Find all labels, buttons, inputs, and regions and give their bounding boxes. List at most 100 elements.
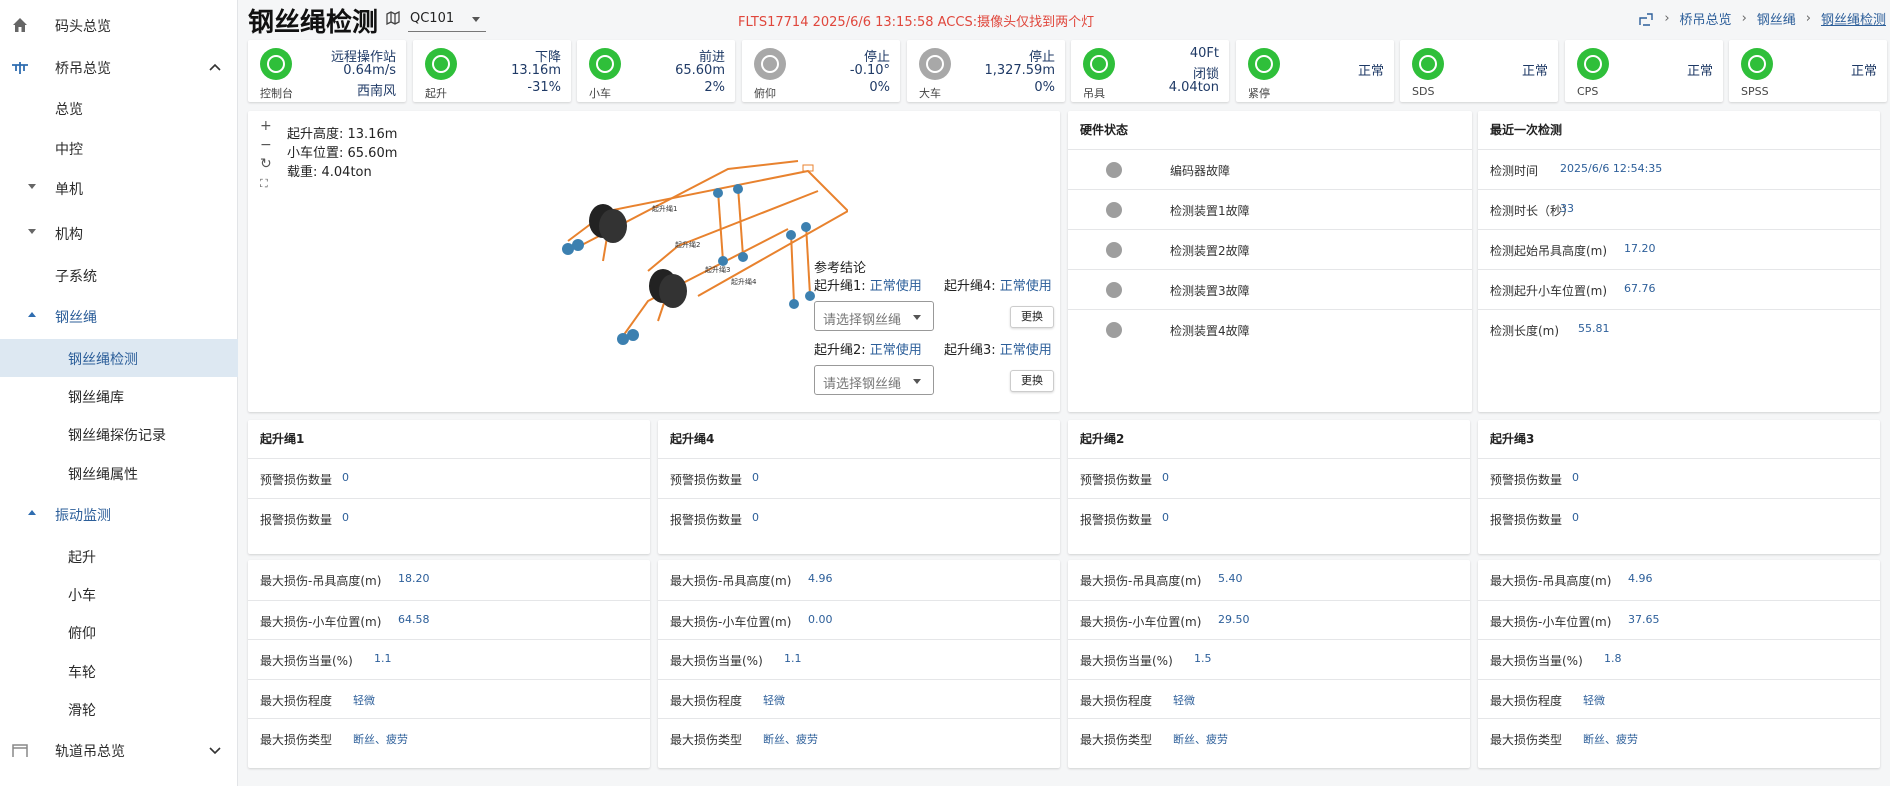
gantry-icon — [12, 744, 28, 757]
sidebar-item-hoist[interactable]: 起升 — [0, 537, 238, 575]
status-card-name: 紧停 — [1248, 87, 1270, 100]
hardware-status-panel: 硬件状态 编码器故障检测装置1故障检测装置2故障检测装置3故障检测装置4故障 — [1068, 111, 1472, 412]
rope-damage-row: 最大损伤-吊具高度(m)4.96 — [1478, 560, 1880, 599]
sidebar-item-flaw-records[interactable]: 钢丝绳探伤记录 — [0, 415, 238, 453]
status-card-value: 正常 — [1357, 64, 1384, 79]
sidebar-item-vibration[interactable]: 振动监测 — [0, 495, 238, 533]
status-indicator-icon — [1083, 48, 1115, 80]
last-check-value: 67.76 — [1624, 282, 1656, 295]
status-glyph-icon — [1419, 55, 1437, 73]
rope-damage-label: 最大损伤当量(%) — [1080, 654, 1173, 668]
status-card-value: 40Ft — [1189, 46, 1219, 61]
rope-damage-label: 最大损伤当量(%) — [670, 654, 763, 668]
sidebar-item-qc-overview[interactable]: 桥吊总览 — [0, 48, 238, 86]
zoom-in-icon[interactable]: + — [260, 118, 272, 134]
sidebar-item-subsystem[interactable]: 子系统 — [0, 256, 238, 294]
rope-select-placeholder: 请选择钢丝绳 — [823, 377, 902, 392]
rope-select-1[interactable]: 请选择钢丝绳 — [814, 301, 934, 331]
sidebar-item-boom[interactable]: 俯仰 — [0, 613, 238, 651]
crane-select-value: QC101 — [410, 11, 455, 26]
rope-damage-value: 轻微 — [1583, 693, 1605, 707]
dropdown-arrow-icon — [913, 315, 921, 320]
rope-count-value: 0 — [342, 511, 349, 524]
status-glyph-icon — [1584, 55, 1602, 73]
rope-damage-value: 1.5 — [1194, 652, 1212, 665]
status-card-name: CPS — [1577, 85, 1599, 98]
replace-button-1[interactable]: 更换 — [1010, 306, 1054, 328]
sidebar-item-wire-rope-library[interactable]: 钢丝绳库 — [0, 377, 238, 415]
last-check-value: 33 — [1560, 202, 1574, 215]
sidebar-item-single[interactable]: 单机 — [0, 169, 238, 207]
status-card-value: 闭锁 — [1192, 67, 1219, 82]
rope-damage-label: 最大损伤程度 — [670, 693, 743, 708]
last-check-value: 2025/6/6 12:54:35 — [1560, 162, 1663, 175]
rope-damage-label: 最大损伤当量(%) — [1490, 654, 1583, 668]
sidebar-item-label: 滑轮 — [68, 703, 96, 719]
breadcrumb-item[interactable]: 钢丝绳 — [1756, 13, 1796, 28]
replace-button-2[interactable]: 更换 — [1010, 370, 1054, 392]
conclusion-title: 参考结论 — [814, 261, 867, 276]
rope-damage-label: 最大损伤-吊具高度(m) — [670, 574, 792, 588]
status-card-name: 起升 — [425, 87, 447, 100]
breadcrumb-item[interactable]: 桥吊总览 — [1679, 13, 1732, 28]
rope-select-2[interactable]: 请选择钢丝绳 — [814, 365, 934, 395]
crane-breadcrumb-icon[interactable] — [1638, 12, 1654, 26]
status-indicator-icon — [754, 48, 786, 80]
status-card-name: SPSS — [1741, 85, 1769, 98]
status-card-value: 4.04ton — [1168, 80, 1219, 95]
crane-select[interactable]: QC101 — [408, 8, 486, 32]
refresh-icon[interactable]: ↻ — [260, 156, 272, 172]
crane-info: 起升高度: 13.16m 小车位置: 65.60m 载重: 4.04ton — [287, 125, 397, 182]
rope-damage-label: 最大损伤程度 — [1490, 693, 1563, 708]
status-card[interactable]: 俯仰停止-0.10°0% — [742, 40, 900, 102]
sidebar-item-central[interactable]: 中控 — [0, 129, 238, 167]
rope-damage-label: 最大损伤-吊具高度(m) — [1490, 574, 1612, 588]
sidebar-item-rtg-overview[interactable]: 轨道吊总览 — [0, 731, 238, 769]
sidebar-item-wire-rope-detection[interactable]: 钢丝绳检测 — [0, 339, 238, 377]
rope1-label: 起升绳1: — [814, 279, 866, 294]
last-check-key: 检测时长（秒） — [1490, 204, 1575, 218]
sidebar-item-trolley[interactable]: 小车 — [0, 575, 238, 613]
status-card-value: 0.64m/s — [343, 63, 396, 78]
map-icon[interactable] — [386, 11, 400, 25]
rope-panel-title: 起升绳3 — [1490, 432, 1535, 446]
status-card-value: -31% — [527, 80, 561, 95]
sidebar-item-pulley[interactable]: 滑轮 — [0, 690, 238, 728]
sidebar-item-overview[interactable]: 总览 — [0, 89, 238, 127]
sidebar-item-wheel[interactable]: 车轮 — [0, 652, 238, 690]
rope-count-label: 预警损伤数量 — [1490, 473, 1563, 487]
caret-up-icon — [28, 510, 36, 515]
fullscreen-icon[interactable]: ⛶ — [260, 177, 268, 190]
status-card-name: SDS — [1412, 85, 1435, 98]
rope-damage-value: 5.40 — [1218, 572, 1243, 585]
breadcrumb-current[interactable]: 钢丝绳检测 — [1820, 13, 1886, 28]
status-dot-icon — [1106, 162, 1122, 178]
rope-count-value: 0 — [1572, 511, 1579, 524]
status-card-value: -0.10° — [849, 63, 890, 78]
status-dot-icon — [1106, 202, 1122, 218]
status-card[interactable]: 紧停 正常 — [1236, 40, 1394, 102]
rope-damage-label: 最大损伤-小车位置(m) — [1490, 614, 1612, 629]
rope4-conclusion: 起升绳4: 正常使用 — [944, 275, 1052, 294]
rope-count-label: 报警损伤数量 — [1080, 513, 1153, 527]
sidebar-item-wire-rope[interactable]: 钢丝绳 — [0, 297, 238, 335]
sidebar-item-mechanism[interactable]: 机构 — [0, 214, 238, 252]
sidebar-item-dock-overview[interactable]: 码头总览 — [0, 6, 238, 44]
rope-count-label: 报警损伤数量 — [670, 513, 743, 527]
sidebar-item-wire-rope-attributes[interactable]: 钢丝绳属性 — [0, 454, 238, 492]
rope-count-value: 0 — [1162, 471, 1169, 484]
zoom-out-icon[interactable]: − — [260, 137, 272, 153]
caret-down-icon — [28, 184, 36, 189]
